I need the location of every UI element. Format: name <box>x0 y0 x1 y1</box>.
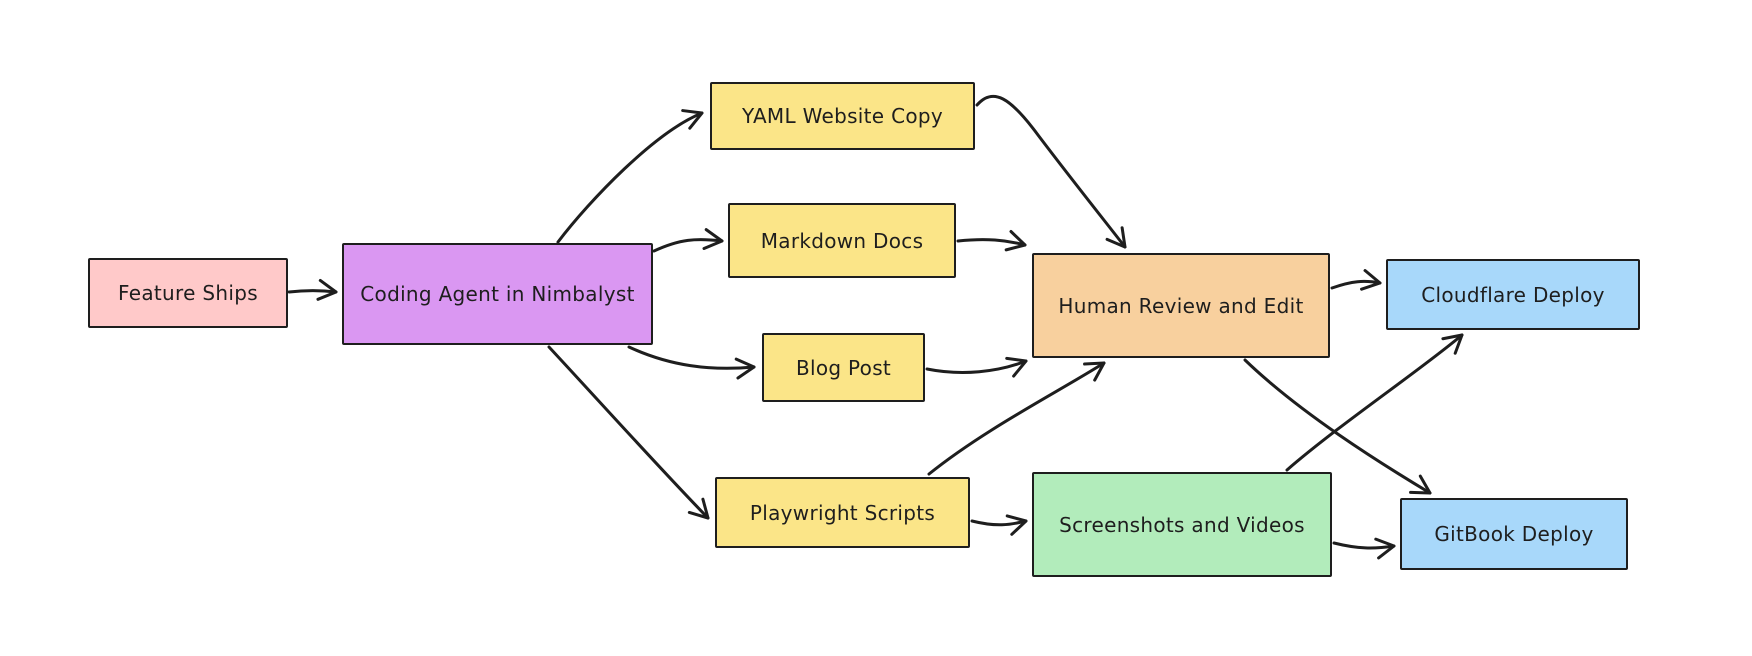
edge-coding-agent-to-blog-post[interactable] <box>627 345 756 380</box>
node-gitbook-deploy-label: GitBook Deploy <box>1434 522 1594 546</box>
node-coding-agent-label: Coding Agent in Nimbalyst <box>360 282 635 306</box>
node-human-review[interactable]: Human Review and Edit <box>1032 253 1330 358</box>
node-screenshots-videos[interactable]: Screenshots and Videos <box>1032 472 1332 577</box>
node-yaml-website-copy-label: YAML Website Copy <box>741 104 944 128</box>
edge-playwright-scripts-to-human-review[interactable] <box>927 361 1106 476</box>
edge-markdown-docs-to-human-review[interactable] <box>956 229 1027 252</box>
node-playwright-scripts[interactable]: Playwright Scripts <box>715 477 970 548</box>
node-playwright-scripts-label: Playwright Scripts <box>749 500 936 525</box>
edge-human-review-to-gitbook-deploy[interactable] <box>1243 358 1432 495</box>
node-blog-post[interactable]: Blog Post <box>762 333 925 402</box>
edge-playwright-scripts-to-screenshots-videos[interactable] <box>970 514 1028 536</box>
node-blog-post-label: Blog Post <box>795 355 892 380</box>
node-cloudflare-deploy[interactable]: Cloudflare Deploy <box>1386 259 1640 330</box>
edge-screenshots-videos-to-cloudflare-deploy[interactable] <box>1285 333 1464 472</box>
node-feature-ships[interactable]: Feature Ships <box>88 258 288 328</box>
edge-feature-ships-to-coding-agent[interactable] <box>287 278 338 301</box>
node-cloudflare-deploy-label: Cloudflare Deploy <box>1421 282 1605 307</box>
node-feature-ships-label: Feature Ships <box>118 281 258 305</box>
edge-coding-agent-to-yaml-website-copy[interactable] <box>556 109 704 244</box>
node-yaml-website-copy[interactable]: YAML Website Copy <box>710 82 975 150</box>
edge-coding-agent-to-playwright-scripts[interactable] <box>547 345 710 520</box>
edge-coding-agent-to-markdown-docs[interactable] <box>652 228 724 253</box>
node-markdown-docs-label: Markdown Docs <box>760 228 924 253</box>
node-screenshots-videos-label: Screenshots and Videos <box>1059 512 1305 537</box>
edge-blog-post-to-human-review[interactable] <box>925 356 1028 378</box>
node-markdown-docs[interactable]: Markdown Docs <box>728 203 956 278</box>
node-gitbook-deploy[interactable]: GitBook Deploy <box>1400 498 1628 570</box>
node-human-review-label: Human Review and Edit <box>1058 293 1304 318</box>
edge-yaml-website-copy-to-human-review[interactable] <box>975 94 1127 249</box>
edge-screenshots-videos-to-gitbook-deploy[interactable] <box>1332 537 1396 560</box>
edge-human-review-to-cloudflare-deploy[interactable] <box>1330 269 1382 291</box>
node-coding-agent[interactable]: Coding Agent in Nimbalyst <box>342 243 653 345</box>
